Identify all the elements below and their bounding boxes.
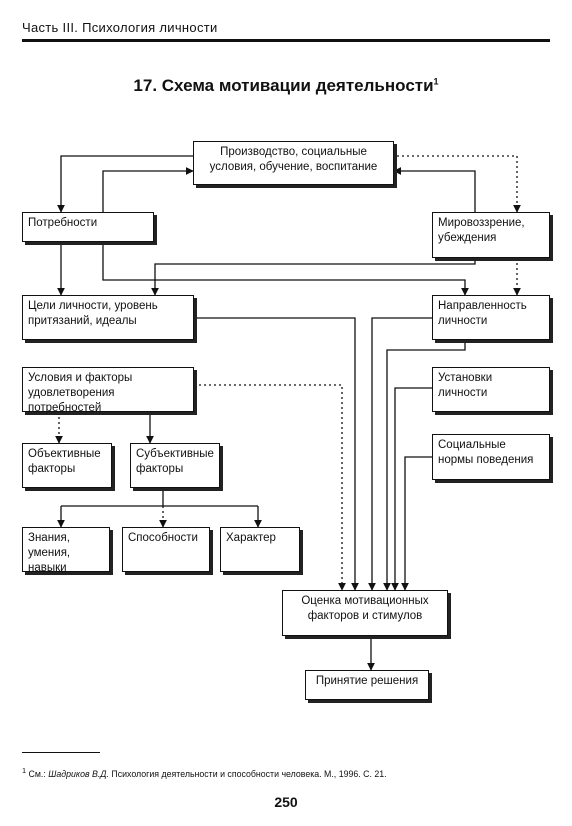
node-subjective: Субъективные факторы (130, 443, 220, 488)
node-evaluation: Оценка мотивационных факторов и стимулов (282, 590, 448, 636)
figure-title: 17. Схема мотивации деятельности1 (133, 76, 439, 95)
node-goals: Цели личности, уровень притязаний, идеал… (22, 295, 194, 340)
title-footnote-mark: 1 (433, 76, 439, 87)
edge-worldview-goals (151, 258, 476, 296)
node-knowledge: Знания, умения, навыки (22, 527, 110, 574)
edge-orientation-evaluation-b (383, 340, 466, 591)
running-head: Часть III. Психология личности (22, 20, 218, 35)
edge-needs-orientation (102, 234, 469, 296)
node-needs: Потребности (22, 212, 154, 242)
edge-orientation-evaluation-a (368, 317, 432, 591)
footnote-rule (22, 752, 100, 753)
node-orientation: Направленность личности (432, 295, 550, 340)
node-character: Характер (220, 527, 300, 572)
edge-goals-evaluation (194, 317, 359, 591)
header-rule (22, 39, 550, 42)
edge-norms-evaluation (401, 456, 432, 591)
edge-worldview-production (393, 167, 476, 212)
footnote: 1 См.: Шадриков В.Д. Психология деятельн… (22, 766, 387, 779)
node-abilities: Способности (122, 527, 210, 572)
node-attitudes: Установки личности (432, 367, 550, 412)
edge-production-needs (57, 155, 193, 213)
node-conditions: Условия и факторы удовлетворения потребн… (22, 367, 194, 414)
page-number: 250 (274, 794, 298, 810)
edge-attitudes-evaluation (391, 387, 432, 591)
node-decision: Принятие решения (305, 670, 429, 700)
node-norms: Социальные нормы поведения (432, 434, 550, 480)
edge-production-worldview (392, 155, 521, 213)
node-production: Производство, социальные условия, обучен… (193, 141, 394, 185)
node-worldview: Мировоззрение, убеждения (432, 212, 550, 258)
node-objective: Объективные факторы (22, 443, 112, 488)
